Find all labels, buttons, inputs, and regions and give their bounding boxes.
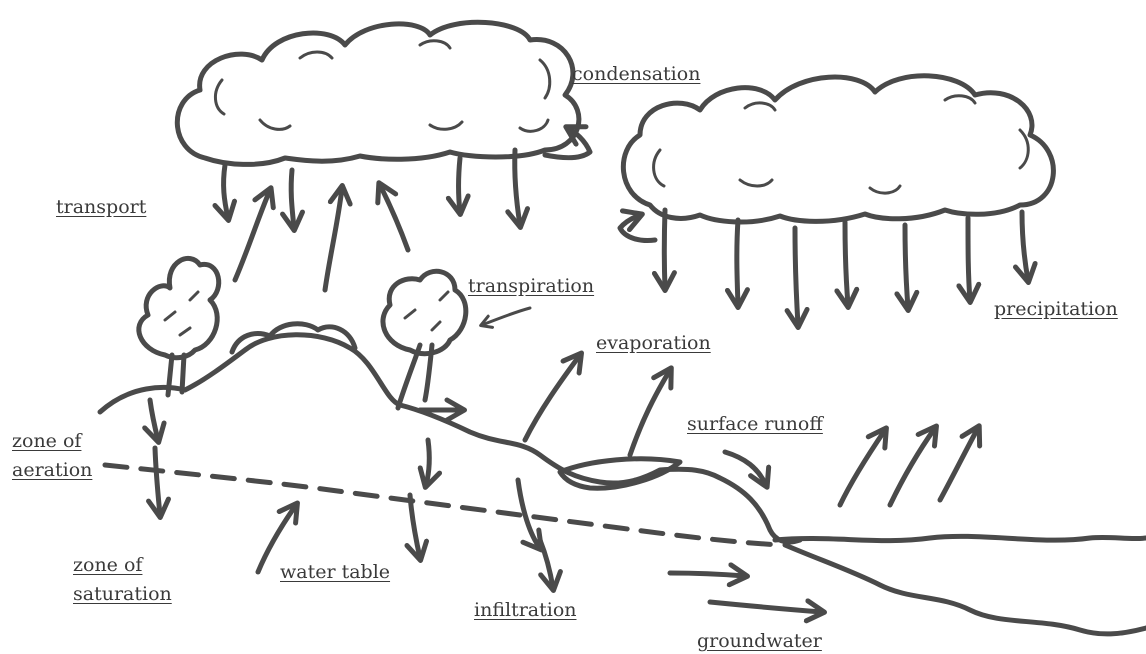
label-transpiration: transpiration — [468, 273, 594, 299]
land-surface — [100, 335, 800, 542]
transport-arrows — [235, 185, 408, 290]
groundwater-arrows — [670, 573, 822, 612]
left-cloud — [177, 22, 579, 164]
pond — [560, 459, 680, 488]
label-condensation: condensation — [572, 61, 700, 87]
transpiration-pointer — [482, 308, 530, 325]
sea-floor — [785, 545, 1146, 634]
precipitation-arrows — [664, 210, 1028, 325]
label-precipitation: precipitation — [994, 296, 1118, 322]
label-zone-of-saturation-1: zone of — [73, 552, 142, 578]
label-water-table: water table — [280, 559, 390, 585]
water-table-line — [105, 465, 780, 545]
label-zone-of-saturation-2: saturation — [73, 581, 172, 607]
surface-runoff-arrow — [725, 452, 766, 485]
sea-surface — [775, 536, 1146, 540]
label-evaporation: evaporation — [596, 330, 711, 356]
label-zone-of-aeration-1: zone of — [12, 428, 81, 454]
label-infiltration: infiltration — [474, 597, 577, 623]
label-transport: transport — [56, 194, 146, 220]
label-surface-runoff: surface runoff — [687, 411, 823, 437]
label-zone-of-aeration-2: aeration — [12, 457, 92, 483]
right-cloud-loop-arrow — [620, 215, 655, 241]
label-groundwater: groundwater — [697, 628, 822, 654]
middle-tree — [383, 271, 466, 408]
right-cloud — [623, 76, 1053, 222]
